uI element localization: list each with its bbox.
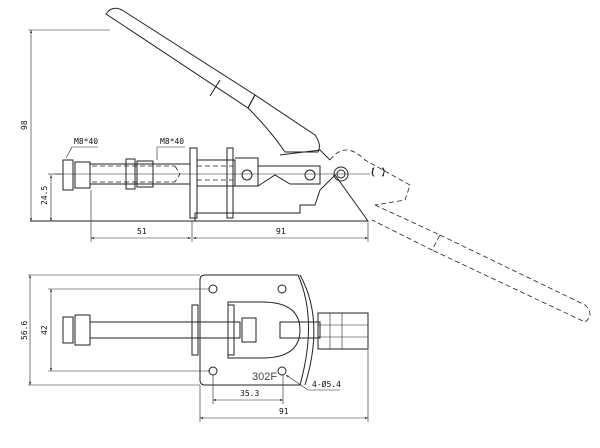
bolt-left-label: M8*40 (74, 137, 98, 146)
handle-open-position: ( ) (329, 149, 591, 323)
side-view: ( ) M8*40 M8*40 (20, 7, 591, 323)
flange (226, 147, 234, 219)
dim-base-length: 91 (276, 227, 286, 236)
model-label: 302F (252, 371, 277, 383)
dim-stroke: 51 (137, 227, 147, 236)
hex-nut (74, 161, 91, 189)
handle (105, 7, 320, 153)
top-view: 302F 56.6 42 35.3 91 4-Ø5.4 (20, 274, 369, 422)
dim-overall-height: 98 (20, 120, 29, 130)
hex-nut (62, 159, 74, 191)
dim-overall-width: 56.6 (20, 321, 29, 340)
dim-hole-spacing-y: 42 (40, 325, 49, 335)
base-plate (199, 274, 310, 386)
pivot-pin (241, 169, 253, 181)
hex-nut (62, 316, 74, 344)
flange (189, 147, 198, 219)
holes-label: 4-Ø5.4 (312, 379, 341, 389)
bolt-right-label: M8*40 (160, 137, 184, 146)
dim-base-length-top: 91 (279, 407, 289, 416)
pivot-pin (304, 169, 316, 181)
mount-hole (277, 366, 287, 376)
svg-text:( ): ( ) (370, 168, 386, 178)
dim-hole-spacing-x: 35.3 (240, 389, 259, 398)
mount-hole (208, 366, 218, 376)
mount-hole (277, 284, 287, 294)
dim-axis-height: 24.5 (40, 186, 49, 205)
hex-nut (74, 314, 91, 346)
mount-hole (208, 284, 218, 294)
clamp-head (317, 312, 369, 350)
plunger-rod (89, 321, 241, 339)
